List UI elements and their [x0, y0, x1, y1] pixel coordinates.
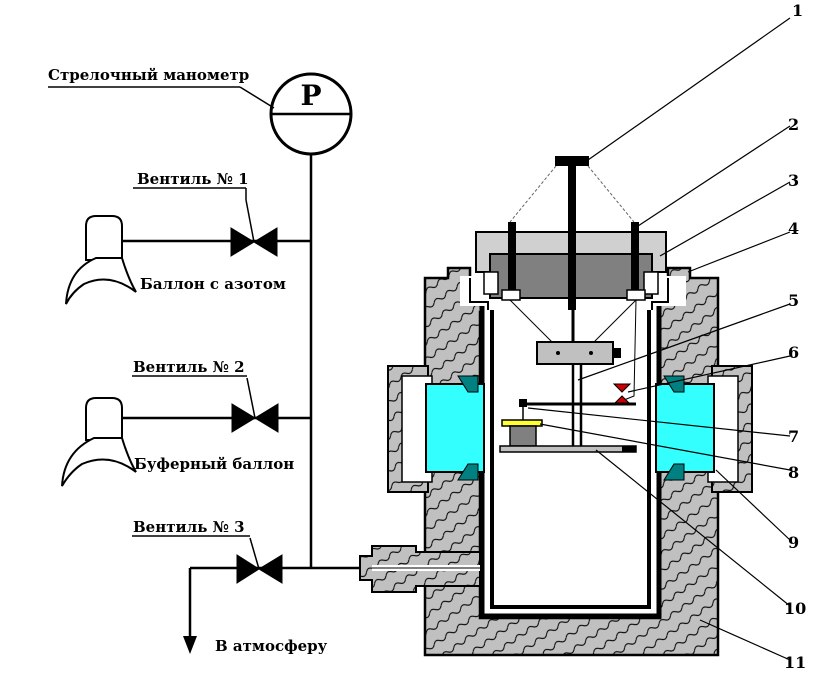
callout-4: 4: [788, 219, 799, 238]
platform: [499, 445, 637, 453]
callout-9: 9: [788, 533, 799, 552]
valve-2-icon: [231, 377, 279, 433]
valve-2-label: Вентиль № 2: [133, 358, 245, 376]
callout-3: 3: [788, 171, 799, 190]
inlet-fitting: [359, 545, 481, 593]
buffer-cylinder-label: Буферный баллон: [134, 455, 294, 473]
manipulator-rod: [501, 156, 646, 342]
callout-5: 5: [788, 291, 799, 310]
valve-3-icon: [236, 537, 283, 584]
callout-1: 1: [792, 1, 803, 20]
left-window: [387, 365, 485, 493]
atmosphere-arrow-icon: [183, 636, 197, 654]
manometer-symbol: P: [300, 79, 321, 112]
callout-leaders: [527, 17, 791, 661]
suspension-wires: [509, 299, 637, 401]
callout-10: 10: [784, 599, 806, 618]
heater-icon: [612, 383, 632, 405]
atmosphere-label: В атмосферу: [215, 637, 328, 655]
right-window: [655, 365, 753, 493]
buffer-cylinder-icon: [61, 397, 137, 487]
callout-6: 6: [788, 343, 799, 362]
valve-3-label: Вентиль № 3: [133, 518, 245, 536]
nitrogen-cylinder-label: Баллон с азотом: [140, 275, 286, 293]
callout-11: 11: [784, 653, 806, 672]
callout-8: 8: [788, 463, 799, 482]
valve-1-icon: [230, 199, 278, 257]
sample-holder: [501, 419, 543, 447]
valve-1-label: Вентиль № 1: [137, 170, 249, 188]
pressure-gauge-icon: P: [269, 72, 353, 156]
callout-2: 2: [788, 115, 799, 134]
carriage-block: [536, 341, 621, 365]
callout-7: 7: [788, 427, 799, 446]
manometer-label: Стрелочный манометр: [48, 66, 249, 84]
nitrogen-cylinder-icon: [65, 215, 137, 305]
piping: [123, 152, 360, 640]
